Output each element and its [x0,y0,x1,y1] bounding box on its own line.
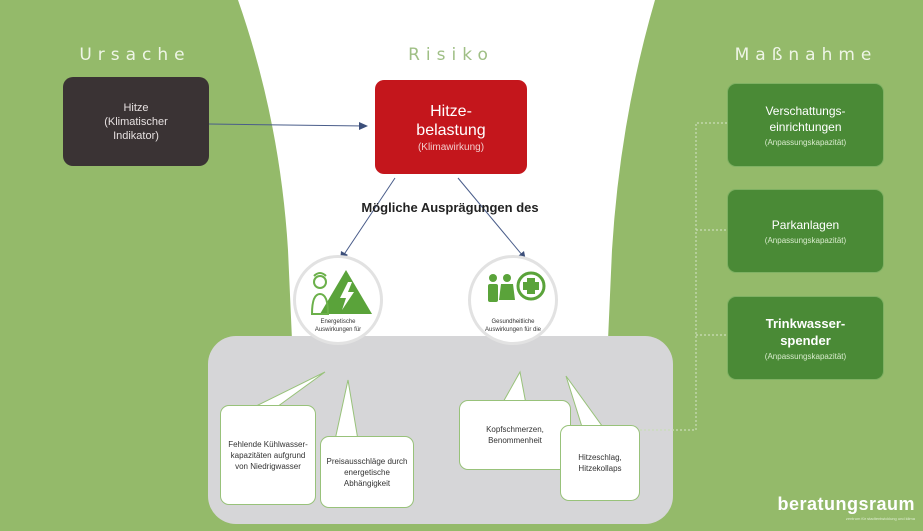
cause-line2: (Klimatischer [104,115,168,128]
measure-water-dispenser: Trinkwasser- spender (Anpassungskapazitä… [727,296,884,380]
cause-arrowhead [359,122,368,130]
measure-shading: Verschattungs- einrichtungen (Anpassungs… [727,83,884,167]
energy-icon [310,270,372,315]
measure-parks-sub: (Anpassungskapazität) [764,236,847,245]
heading-risk: Risiko [408,45,494,65]
callout-price-spikes-text: Preisausschläge durch energetische Abhän… [326,456,408,488]
brand-logo: beratungsraum zentrum für stadtentwicklu… [777,494,915,521]
risk-box: Hitze- belastung (Klimawirkung) [375,80,527,174]
measure-bracket [640,122,727,431]
cause-arrow [208,123,366,127]
measure-water-line1: Trinkwasser- [765,316,846,331]
cause-line1: Hitze [123,101,149,114]
risk-line1: Hitze- [430,102,472,120]
measure-water-sub: (Anpassungskapazität) [764,352,847,361]
energy-caption-line2: Auswirkungen für [314,327,362,333]
callout-heatstroke: Hitzeschlag, Hitzekollaps [560,425,640,501]
cause-line3: Indikator) [113,129,159,142]
arrow-right [457,177,524,257]
cause-box: Hitze (Klimatischer Indikator) [63,77,209,166]
energy-caption-line1: Energetische [320,319,356,325]
brand-tagline: zentrum für stadtentwicklung und klima [845,516,915,521]
arrow-left [342,177,396,257]
health-circle: Gesundheitliche Auswirkungen für die [468,255,558,345]
callout-headache-text: Kopfschmerzen, Benommenheit [486,425,544,445]
measure-parks: Parkanlagen (Anpassungskapazität) [727,189,884,273]
health-caption-line2: Auswirkungen für die [484,327,542,333]
measure-water-line2: spender [780,333,831,348]
measure-shading-line2: einrichtungen [769,120,842,134]
measure-shading-sub: (Anpassungskapazität) [764,138,847,147]
measure-parks-line1: Parkanlagen [771,218,840,232]
heading-measure: Maßnahme [734,45,878,65]
callout-cooling-water-text: Fehlende Kühlwasser-kapazitäten aufgrund… [228,439,308,471]
risk-line2: belastung [416,121,486,139]
health-caption: Gesundheitliche Auswirkungen für die [471,318,555,334]
measure-shading-line1: Verschattungs- [765,104,846,118]
health-icon [488,271,546,302]
energy-circle: Energetische Auswirkungen für [293,255,383,345]
subheading: Mögliche Ausprägungen des [361,200,539,215]
risk-sub: (Klimawirkung) [417,141,485,153]
callout-price-spikes: Preisausschläge durch energetische Abhän… [320,436,414,508]
callout-cooling-water: Fehlende Kühlwasser-kapazitäten aufgrund… [220,405,316,505]
callout-heatstroke-text: Hitzeschlag, Hitzekollaps [578,453,622,473]
energy-caption: Energetische Auswirkungen für [296,318,380,334]
heading-cause: Ursache [79,45,191,65]
callout-headache: Kopfschmerzen, Benommenheit [459,400,571,470]
health-caption-line1: Gesundheitliche [491,319,535,325]
brand-name: beratungsraum [777,494,915,514]
